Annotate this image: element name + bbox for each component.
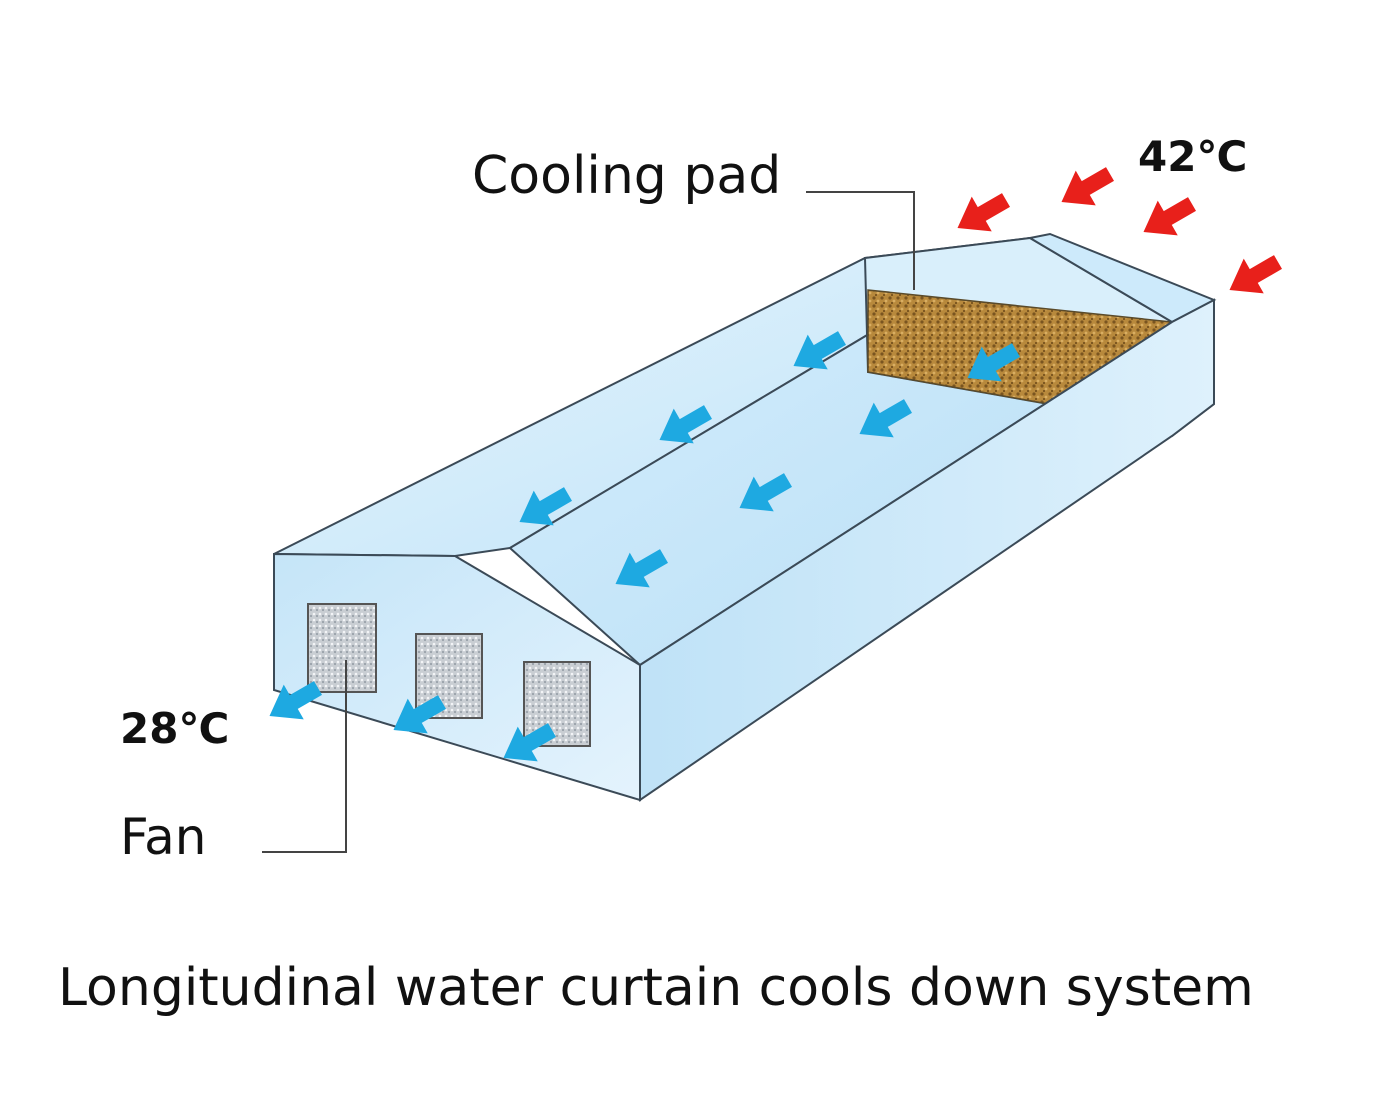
cool-air-arrow — [659, 405, 712, 444]
cool-air-arrow — [859, 399, 912, 438]
diagram-title: Longitudinal water curtain cools down sy… — [58, 958, 1254, 1018]
fan-leader-line — [262, 660, 347, 853]
cool-air-arrow — [615, 549, 668, 588]
cool-air-arrow — [503, 723, 556, 762]
fan-window — [307, 603, 377, 693]
cool-air-arrow — [739, 473, 792, 512]
cool-air-arrow — [269, 681, 322, 720]
hot-air-arrow — [1061, 167, 1114, 206]
cool-air-arrow — [393, 695, 446, 734]
cool-air-arrow — [967, 343, 1020, 382]
hot-air-arrows — [957, 167, 1282, 294]
cool-air-arrow — [793, 331, 846, 370]
hot-air-arrow — [1143, 197, 1196, 236]
fan-label: Fan — [120, 808, 207, 866]
outside-temperature-label: 42℃ — [1138, 132, 1248, 181]
hot-air-arrow — [957, 193, 1010, 232]
cooling-pad-label: Cooling pad — [472, 146, 782, 206]
cooling-pad-leader-line — [806, 191, 915, 290]
cool-air-arrows — [269, 331, 1020, 762]
inside-temperature-label: 28℃ — [120, 704, 230, 753]
hot-air-arrow — [1229, 255, 1282, 294]
cool-air-arrow — [519, 487, 572, 526]
